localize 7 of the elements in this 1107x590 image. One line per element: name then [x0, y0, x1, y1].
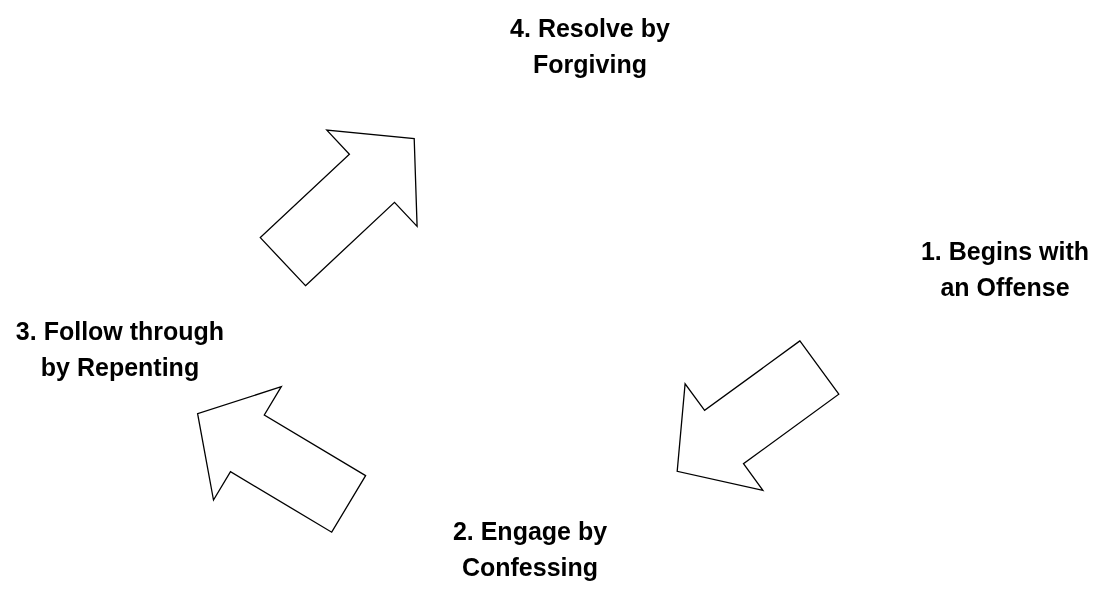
- step-label: 3. Follow through by Repenting: [14, 316, 226, 383]
- step-label: 4. Resolve by Forgiving: [509, 13, 671, 80]
- step-label: 2. Engage by Confessing: [451, 516, 609, 583]
- step-label: 1. Begins with an Offense: [919, 236, 1091, 303]
- block-arrow: [259, 129, 418, 287]
- block-arrow: [676, 340, 840, 492]
- block-arrow: [196, 385, 367, 534]
